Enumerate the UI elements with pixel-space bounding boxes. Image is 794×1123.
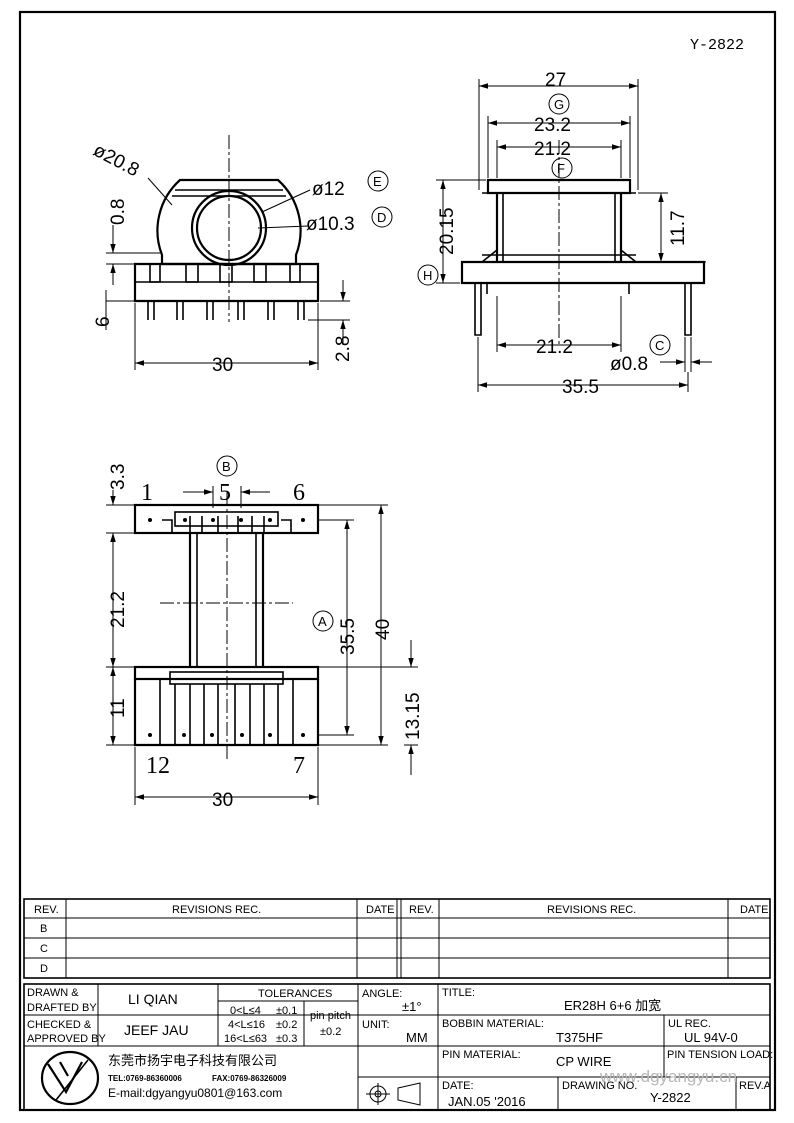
- tag-d: D: [377, 210, 386, 225]
- pin-label-12: 12: [146, 753, 170, 779]
- dim-13-15: 13.15: [403, 692, 424, 740]
- pin-pitch-val: ±0.2: [320, 1026, 341, 1038]
- company-tel: TEL:0769-86360006: [108, 1074, 182, 1083]
- date-value: JAN.05 '2016: [448, 1094, 526, 1109]
- company-email: E-mail:dgyangyu0801@163.com: [108, 1086, 282, 1100]
- pin-material-label: PIN MATERIAL:: [442, 1049, 521, 1061]
- dim-40: 40: [373, 619, 394, 640]
- tol-1-range: 0<L≤4: [230, 1005, 261, 1017]
- title-value: ER28H 6+6 加宽: [564, 998, 661, 1013]
- drawn-value: LI QIAN: [128, 991, 178, 1007]
- dim-11: 11: [108, 698, 129, 718]
- tag-e: E: [373, 174, 382, 189]
- dim-21-2-bottom: 21.2: [536, 337, 573, 358]
- date-label: DATE:: [442, 1080, 474, 1092]
- drawn-label-1: DRAWN &: [27, 987, 79, 999]
- rev-col-date-left: DATE: [366, 904, 395, 916]
- tol-1-val: ±0.1: [276, 1005, 297, 1017]
- bottom-view: [106, 455, 418, 805]
- watermark: www.dgyangyu.cn: [599, 1067, 737, 1086]
- rev-row-b: B: [40, 923, 47, 935]
- dim-11-7: 11.7: [668, 210, 689, 246]
- rev-row-c: C: [40, 943, 48, 955]
- dim-2-8: 2.8: [333, 336, 354, 362]
- drawn-label-2: DRAFTED BY: [27, 1002, 97, 1014]
- rev-col-rev-right: REV.: [409, 904, 434, 916]
- dim-23-2: 23.2: [534, 115, 571, 136]
- ul-rec-value: UL 94V-0: [684, 1030, 738, 1045]
- pin-label-7: 7: [293, 753, 305, 779]
- tol-2-range: 4<L≤16: [228, 1019, 265, 1031]
- drawing-no-value: Y-2822: [650, 1090, 691, 1105]
- angle-label: ANGLE:: [362, 988, 402, 1000]
- rev-col-rev-left: REV.: [34, 904, 59, 916]
- dim-3-3: 3.3: [108, 464, 129, 490]
- tol-3-range: 16<L≤63: [224, 1033, 267, 1045]
- revisions-table: [23, 898, 771, 979]
- dim-30-top: 30: [212, 355, 233, 376]
- dim-21-2-top: 21.2: [534, 139, 571, 160]
- tol-3-val: ±0.3: [276, 1033, 297, 1045]
- top-view: [105, 135, 393, 370]
- dim-dia-20-8: ø20.8: [90, 140, 143, 181]
- rev-col-date-right: DATE: [740, 904, 769, 916]
- tag-g: G: [554, 97, 564, 112]
- dim-pin-dia: ø0.8: [610, 354, 648, 375]
- drawing-no-label: DRAWING NO.: [562, 1080, 637, 1092]
- tol-2-val: ±0.2: [276, 1019, 297, 1031]
- pin-label-5: 5: [219, 480, 231, 506]
- dim-21-2-bottom-view: 21.2: [108, 591, 129, 628]
- tag-h: H: [423, 268, 432, 283]
- pin-tension-label: PIN TENSION LOAD:: [667, 1049, 773, 1061]
- company-name: 东莞市扬宇电子科技有限公司: [108, 1053, 277, 1069]
- checked-label-2: APPROVED BY: [27, 1033, 107, 1045]
- rev-row-d: D: [40, 963, 48, 975]
- dim-0-8: 0.8: [108, 199, 129, 225]
- tolerances-label: TOLERANCES: [258, 988, 332, 1000]
- title-block: [23, 983, 771, 1111]
- company-logo-icon: [40, 1050, 100, 1106]
- tag-c: C: [655, 338, 664, 353]
- title-label: TITLE:: [442, 987, 475, 999]
- rev-col-revisions-left: REVISIONS REC.: [172, 904, 261, 916]
- side-view: [417, 79, 712, 392]
- dim-dia-12: ø12: [312, 179, 345, 200]
- dim-27: 27: [545, 70, 566, 91]
- tag-b: B: [222, 459, 231, 474]
- dim-20-15: 20.15: [437, 207, 458, 255]
- pin-pitch-label: pin pitch: [310, 1010, 351, 1022]
- dim-35-5-bottom: 35.5: [338, 618, 359, 655]
- checked-label-1: CHECKED &: [27, 1019, 92, 1031]
- dim-35-5-side: 35.5: [562, 377, 599, 398]
- tag-a: A: [318, 614, 327, 629]
- pin-label-6: 6: [293, 480, 305, 506]
- checked-value: JEEF JAU: [124, 1022, 189, 1038]
- rev-a: REV.A: [739, 1080, 772, 1092]
- dim-6: 6: [93, 316, 114, 327]
- drawing-id: Y-2822: [690, 37, 744, 54]
- ul-rec-label: UL REC.: [668, 1018, 711, 1030]
- angle-value: ±1°: [402, 999, 422, 1014]
- dim-dia-10-3: ø10.3: [306, 214, 355, 235]
- company-fax: FAX:0769-86326009: [212, 1074, 287, 1083]
- pin-label-1: 1: [141, 480, 153, 506]
- dim-30-bottom: 30: [212, 790, 233, 811]
- tag-f: F: [557, 161, 565, 176]
- bobbin-material-label: BOBBIN MATERIAL:: [442, 1018, 544, 1030]
- unit-value: MM: [406, 1030, 428, 1045]
- bobbin-material-value: T375HF: [556, 1030, 603, 1045]
- rev-col-revisions-right: REVISIONS REC.: [547, 904, 636, 916]
- pin-material-value: CP WIRE: [556, 1054, 612, 1069]
- unit-label: UNIT:: [362, 1019, 390, 1031]
- projection-symbol-icon: [366, 1082, 421, 1106]
